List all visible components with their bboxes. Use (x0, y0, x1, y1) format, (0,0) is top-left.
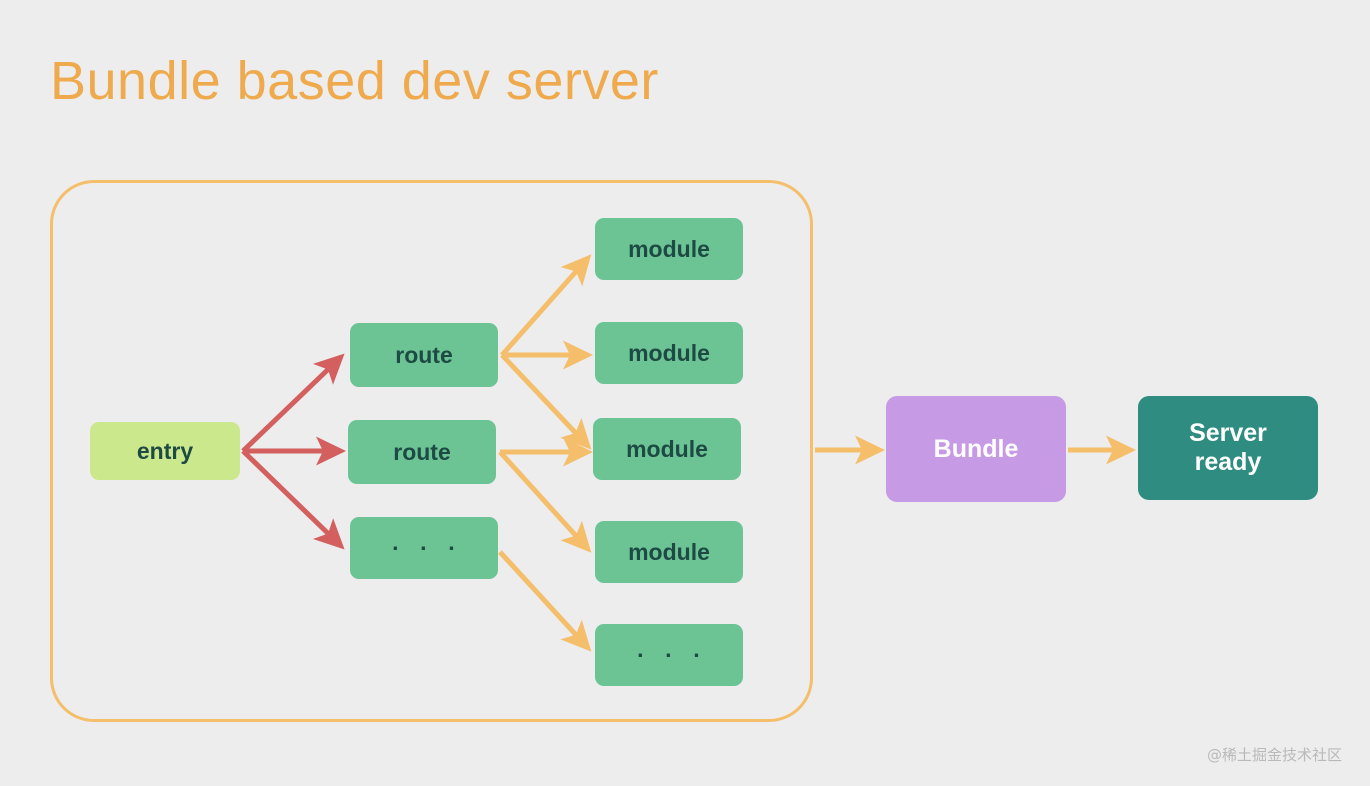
watermark: @稀土掘金技术社区 (1206, 746, 1342, 764)
page-title: Bundle based dev server (50, 51, 659, 111)
node-module-2-label: module (628, 339, 710, 366)
node-route-2-label: route (393, 438, 451, 465)
node-module-2[interactable]: module (595, 322, 743, 384)
node-module-5[interactable]: · · · (595, 624, 743, 686)
node-bundle-label: Bundle (933, 434, 1019, 463)
node-route-1-label: route (395, 341, 453, 368)
node-server-label-line2: ready (1194, 448, 1262, 476)
node-route-3[interactable]: · · · (350, 517, 498, 579)
node-module-1[interactable]: module (595, 218, 743, 280)
node-module-4[interactable]: module (595, 521, 743, 583)
node-entry-label: entry (136, 437, 194, 464)
node-module-4-label: module (628, 538, 710, 565)
node-entry[interactable]: entry (90, 422, 240, 480)
bundle-group-container (50, 180, 813, 722)
node-module-1-label: module (628, 235, 710, 262)
node-module-3[interactable]: module (593, 418, 741, 480)
node-route-1[interactable]: route (350, 323, 498, 387)
node-server-ready[interactable]: Server ready (1138, 396, 1318, 500)
node-module-5-label: · · · (637, 641, 708, 668)
node-server-label-line1: Server (1189, 419, 1267, 448)
node-route-2[interactable]: route (348, 420, 496, 484)
node-route-3-label: · · · (392, 534, 463, 561)
node-bundle[interactable]: Bundle (886, 396, 1066, 502)
node-module-3-label: module (626, 435, 708, 462)
